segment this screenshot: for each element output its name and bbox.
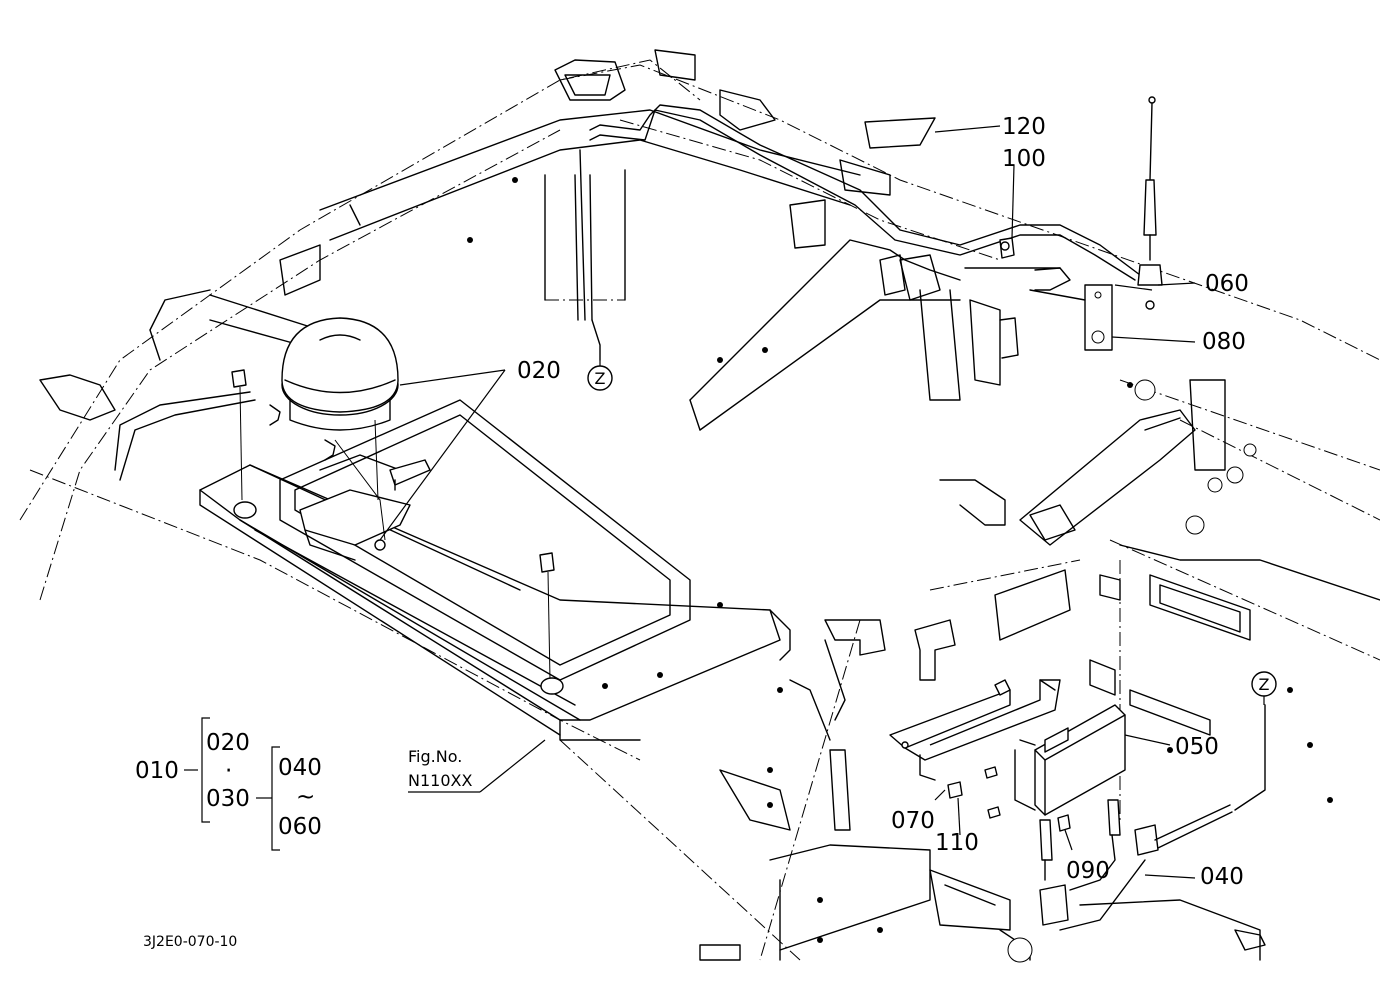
callout-090: 090 bbox=[1066, 858, 1110, 884]
frame-holes bbox=[467, 177, 1333, 963]
z-marker-top: Z bbox=[587, 365, 613, 391]
bolt-100 bbox=[999, 237, 1015, 259]
fig-number: N110XX bbox=[408, 771, 472, 790]
rod-antenna bbox=[1137, 96, 1163, 310]
leader-lines bbox=[379, 125, 1265, 879]
mount-hardware bbox=[231, 369, 564, 695]
receiver-unit bbox=[1014, 704, 1126, 816]
assembly-tree: 010 020 · 030 040 ~ 060 bbox=[135, 717, 322, 851]
drawing-reference: 3J2E0-070-10 bbox=[143, 934, 237, 950]
assembly-range-end: 060 bbox=[278, 814, 322, 840]
z-marker-right: Z bbox=[1251, 671, 1277, 697]
assembly-child-a: 020 bbox=[206, 730, 250, 756]
assembly-sep: · bbox=[225, 758, 232, 784]
assembly-child-b: 030 bbox=[206, 786, 250, 812]
label-patch-120 bbox=[864, 117, 936, 149]
cab-frame-linework bbox=[19, 49, 1380, 963]
callout-100: 100 bbox=[1002, 146, 1046, 172]
callout-020: 020 bbox=[517, 358, 561, 384]
fig-label: Fig.No. bbox=[408, 747, 462, 766]
antenna-cable bbox=[114, 104, 1141, 481]
callout-050: 050 bbox=[1175, 734, 1219, 760]
callout-060: 060 bbox=[1205, 271, 1249, 297]
z-marker-right-text: Z bbox=[1259, 675, 1270, 694]
callout-110: 110 bbox=[935, 830, 979, 856]
assembly-range-start: 040 bbox=[278, 755, 322, 781]
callout-120: 120 bbox=[1002, 114, 1046, 140]
gps-dome-antenna bbox=[281, 317, 399, 431]
receiver-bracket bbox=[889, 679, 1061, 781]
callout-070: 070 bbox=[891, 808, 935, 834]
small-bolts bbox=[947, 766, 1071, 832]
figure-reference: Fig.No. N110XX bbox=[408, 747, 472, 790]
callout-040: 040 bbox=[1200, 864, 1244, 890]
assembly-range-sep: ~ bbox=[296, 784, 315, 810]
assembly-parent: 010 bbox=[135, 758, 179, 784]
z-marker-top-text: Z bbox=[595, 369, 606, 388]
callout-labels: 120 100 060 080 020 050 040 070 110 090 … bbox=[517, 114, 1277, 890]
callout-080: 080 bbox=[1202, 329, 1246, 355]
antenna-bracket bbox=[964, 267, 1113, 351]
harness-040 bbox=[1039, 704, 1266, 931]
